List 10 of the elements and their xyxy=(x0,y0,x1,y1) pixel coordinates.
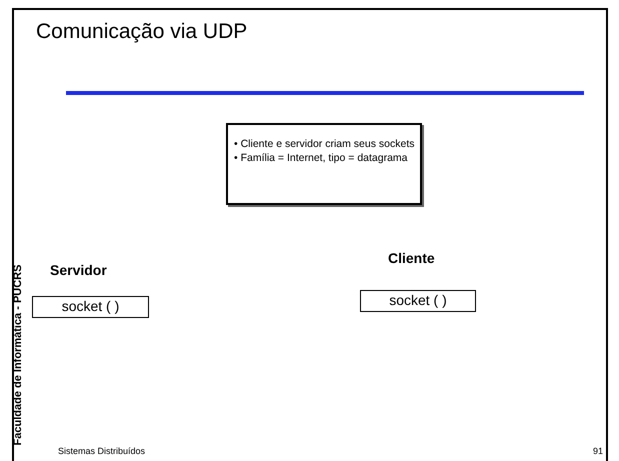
page-number: 91 xyxy=(593,446,604,456)
footer-text: Sistemas Distribuídos xyxy=(58,446,146,456)
bullet-text: • Cliente e servidor criam seus sockets xyxy=(234,137,416,151)
slide-title: Comunicação via UDP xyxy=(36,20,248,44)
function-box: socket ( ) xyxy=(32,296,149,318)
column-heading: Servidor xyxy=(50,262,107,278)
column-heading: Cliente xyxy=(388,250,435,266)
bullet-text: • Família = Internet, tipo = datagrama xyxy=(234,151,409,165)
note-box xyxy=(226,123,422,205)
function-box: socket ( ) xyxy=(360,290,476,312)
